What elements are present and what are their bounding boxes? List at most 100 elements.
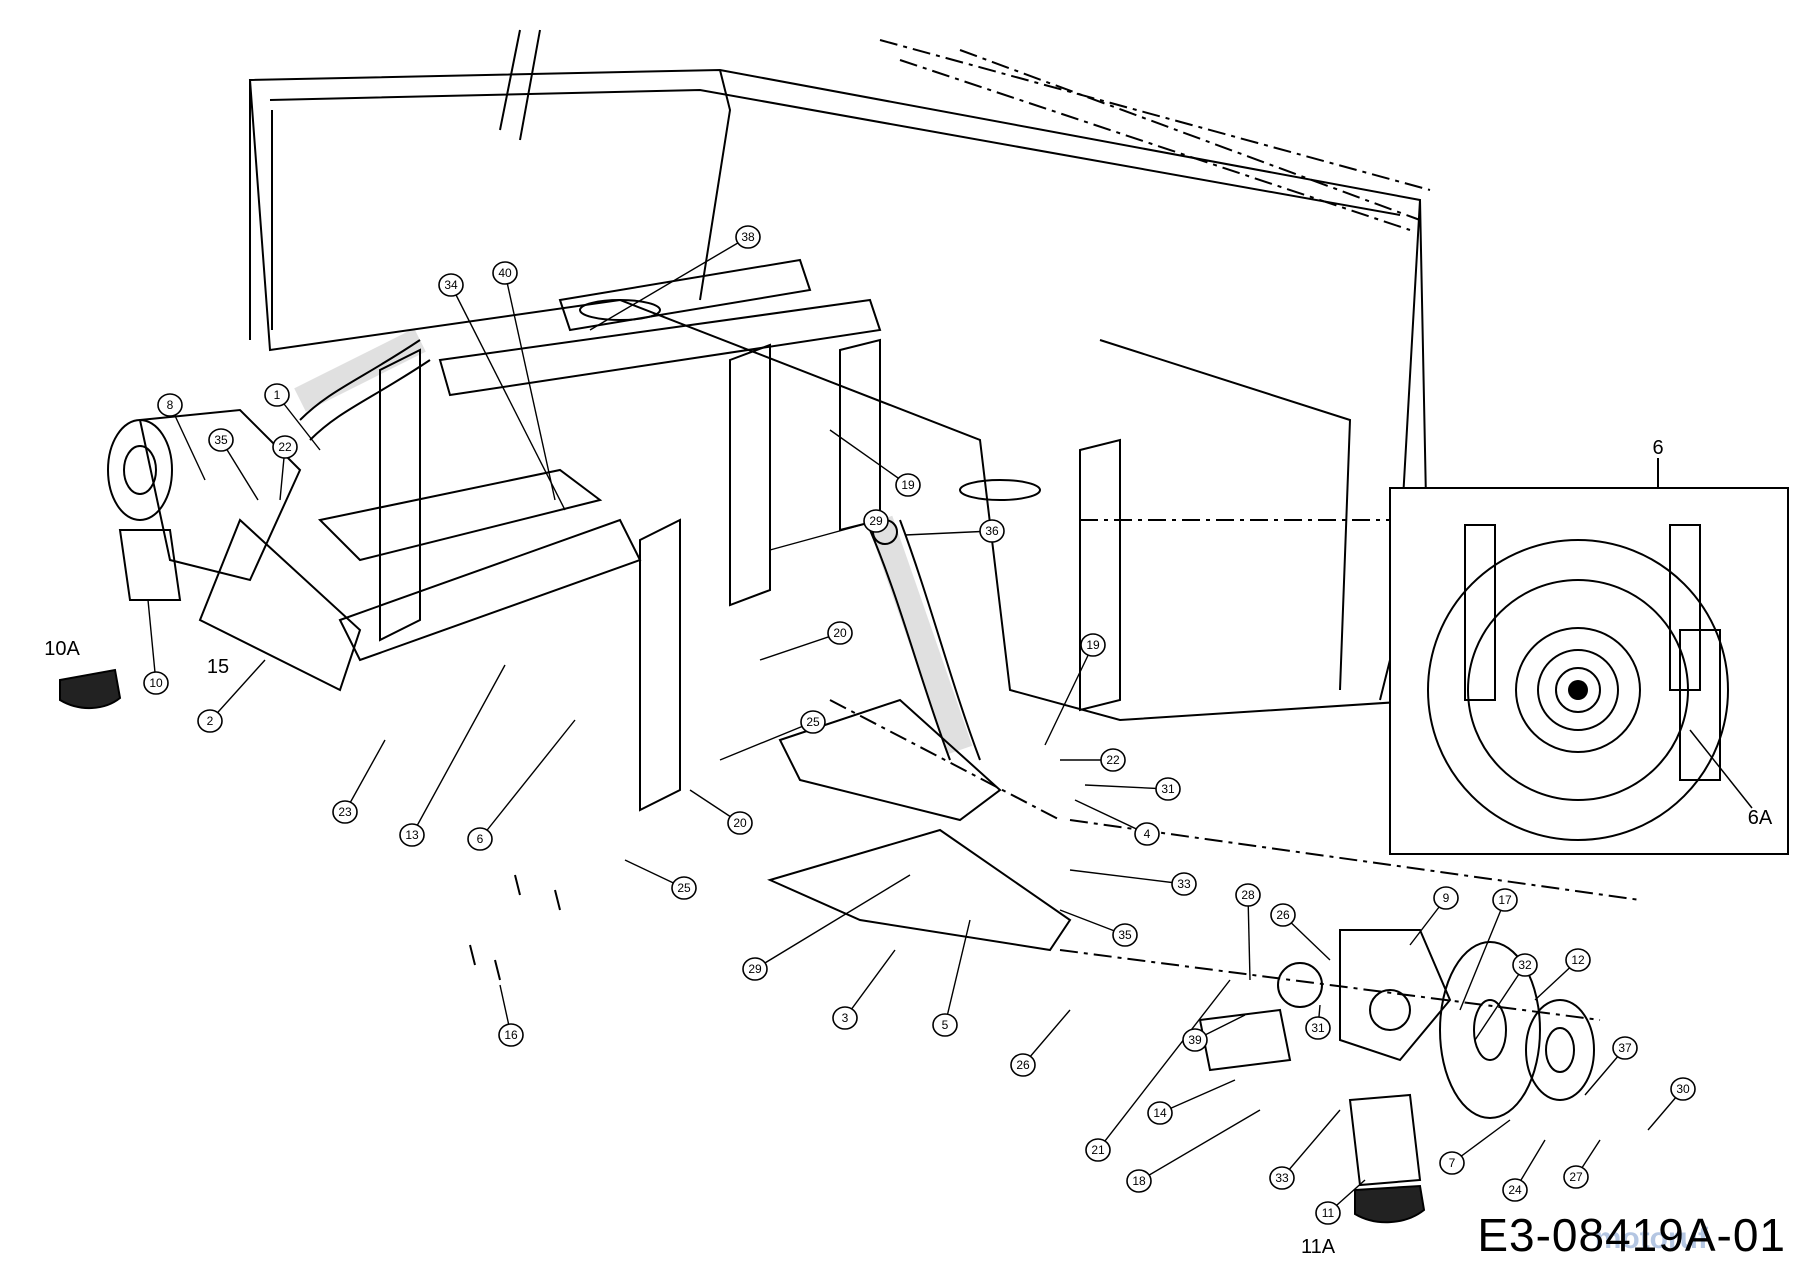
leader-line-c17 — [1459, 899, 1506, 1011]
callout-balloon-c11 — [1315, 1201, 1341, 1225]
callout-label-c28: 28 — [1241, 888, 1255, 902]
callout-label-c21: 21 — [1091, 1143, 1105, 1157]
callout-balloon-c26a — [1270, 903, 1296, 927]
callout-label-c20b: 20 — [733, 816, 747, 830]
callout-balloon-c22a — [272, 435, 298, 459]
callout-label-c29b: 29 — [748, 962, 762, 976]
leader-line-c33b — [1281, 1109, 1341, 1179]
callout-balloon-c29a — [863, 509, 889, 533]
leader-line-c33a — [1069, 869, 1185, 885]
callout-label-c31b: 31 — [1311, 1021, 1325, 1035]
brake-pad-11a-icon — [1354, 1184, 1426, 1224]
callout-balloon-c19a — [895, 473, 921, 497]
callout-balloon-c25b — [671, 876, 697, 900]
callout-balloon-c32 — [1512, 953, 1538, 977]
callout-label-c5: 5 — [942, 1018, 949, 1032]
callout-balloon-c39 — [1182, 1028, 1208, 1052]
callout-label-c8: 8 — [167, 398, 174, 412]
callout-label-c35b: 35 — [1118, 928, 1132, 942]
frame-drawing — [107, 29, 1641, 1187]
callout-balloon-c7 — [1439, 1151, 1465, 1175]
leader-line-c36 — [904, 530, 993, 536]
callout-balloon-c1 — [264, 383, 290, 407]
callout-balloon-c34 — [438, 273, 464, 297]
leader-line-c40 — [504, 272, 556, 501]
leader-line-c5 — [944, 919, 971, 1026]
callout-label-c17: 17 — [1498, 893, 1512, 907]
callout-balloon-c14 — [1147, 1101, 1173, 1125]
callout-balloon-c12 — [1565, 948, 1591, 972]
leader-line-c19a — [829, 429, 909, 486]
inset-detail-6: 6 6A — [1389, 437, 1789, 855]
callout-balloon-c17 — [1492, 888, 1518, 912]
leader-line-c25a — [719, 721, 814, 761]
callout-label-c26b: 26 — [1016, 1058, 1030, 1072]
callout-balloon-c31b — [1305, 1016, 1331, 1040]
callout-balloon-c10 — [143, 671, 169, 695]
callout-label-c1: 1 — [274, 388, 281, 402]
callout-label-c38: 38 — [741, 230, 755, 244]
callout-balloon-c22b — [1100, 748, 1126, 772]
callout-balloon-c33b — [1269, 1166, 1295, 1190]
callout-label-c7: 7 — [1449, 1156, 1456, 1170]
callout-label-c22b: 22 — [1106, 753, 1120, 767]
callout-balloon-c9 — [1433, 886, 1459, 910]
leader-line-c34 — [450, 284, 566, 511]
callout-label-c35a: 35 — [214, 433, 228, 447]
leader-line-c31a — [1084, 784, 1169, 790]
callout-balloon-c35b — [1112, 923, 1138, 947]
callout-balloon-c3 — [832, 1006, 858, 1030]
leader-line-c28 — [1247, 894, 1251, 981]
callout-label-c37: 37 — [1618, 1041, 1632, 1055]
callout-label-c6b: 6 — [477, 832, 484, 846]
leader-lines — [147, 236, 1684, 1214]
callout-label-c3: 3 — [842, 1011, 849, 1025]
leader-line-c4 — [1074, 799, 1148, 835]
leader-line-c38 — [589, 236, 749, 331]
callout-balloon-c38 — [735, 225, 761, 249]
inset-label-6a: 6A — [1748, 807, 1773, 829]
brake-pad-10a-icon — [59, 668, 122, 710]
leader-line-c29a — [769, 520, 877, 551]
plain-label-p15: 15 — [207, 656, 229, 678]
leader-line-c32 — [1474, 964, 1526, 1041]
leader-line-c2 — [209, 659, 266, 722]
inset-label-6: 6 — [1652, 437, 1663, 459]
callout-label-c20a: 20 — [833, 626, 847, 640]
leader-line-c29b — [754, 874, 911, 970]
callout-label-c39: 39 — [1188, 1033, 1202, 1047]
callout-label-c24: 24 — [1508, 1183, 1522, 1197]
leader-line-c10 — [147, 599, 157, 684]
callout-label-c19b: 19 — [1086, 638, 1100, 652]
callout-balloon-c2 — [197, 709, 223, 733]
callout-label-c9: 9 — [1443, 891, 1450, 905]
callout-balloon-c28 — [1235, 883, 1261, 907]
callout-label-c29a: 29 — [869, 514, 883, 528]
callout-balloon-c16 — [498, 1023, 524, 1047]
callout-balloon-c30 — [1670, 1077, 1696, 1101]
callout-balloon-c13 — [399, 823, 425, 847]
callout-label-c18: 18 — [1132, 1174, 1146, 1188]
callout-label-c11: 11 — [1322, 1206, 1335, 1220]
callout-balloon-c8 — [157, 393, 183, 417]
callout-label-c34: 34 — [444, 278, 458, 292]
callout-label-c33b: 33 — [1275, 1171, 1289, 1185]
callout-balloon-c21 — [1085, 1138, 1111, 1162]
leader-line-c18 — [1138, 1109, 1261, 1182]
callout-label-c32: 32 — [1518, 958, 1532, 972]
callout-label-c13: 13 — [405, 828, 419, 842]
callout-balloon-c18 — [1126, 1169, 1152, 1193]
callout-balloon-c29b — [742, 957, 768, 981]
plain-label-p10a: 10A — [44, 638, 80, 660]
leader-line-c6b — [479, 719, 576, 840]
leader-line-c21 — [1097, 979, 1231, 1151]
callout-label-c12: 12 — [1571, 953, 1585, 967]
leader-line-c14 — [1159, 1079, 1236, 1114]
watermark: motoruf — [1594, 1222, 1708, 1255]
leader-line-c19b — [1044, 644, 1094, 746]
leader-line-c20a — [759, 632, 841, 661]
callout-label-c25a: 25 — [806, 715, 820, 729]
leader-line-c23 — [344, 739, 386, 813]
callout-balloon-c20a — [827, 621, 853, 645]
